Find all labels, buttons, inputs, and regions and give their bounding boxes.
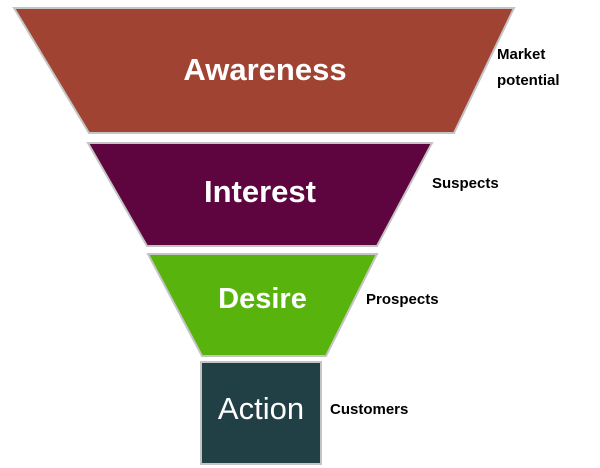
market-potential-label-line2: potential xyxy=(497,72,560,89)
interest-stage-shape xyxy=(86,142,434,247)
prospects-label: Prospects xyxy=(366,291,439,308)
market-potential-label-line1: Market xyxy=(497,46,546,63)
awareness-stage-shape xyxy=(12,7,516,134)
action-stage-shape xyxy=(200,361,322,465)
customers-label: Customers xyxy=(330,401,409,418)
desire-label: Desire xyxy=(218,283,307,315)
desire-stage-shape xyxy=(146,253,379,357)
interest-label: Interest xyxy=(204,174,316,209)
awareness-label: Awareness xyxy=(183,52,347,87)
action-label: Action xyxy=(217,391,305,426)
suspects-label: Suspects xyxy=(432,175,499,192)
